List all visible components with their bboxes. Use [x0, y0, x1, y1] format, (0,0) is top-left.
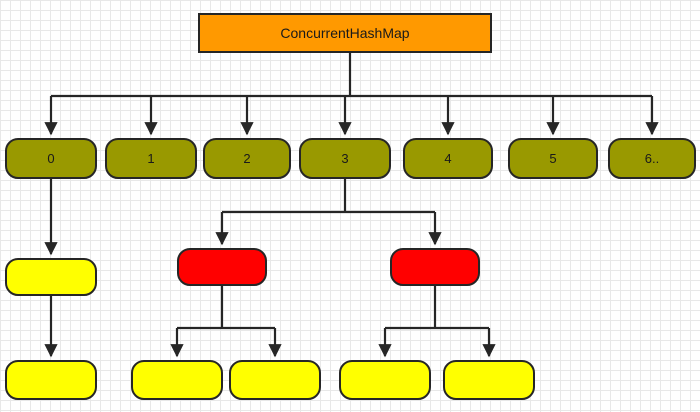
yellow-leaf-4[interactable] [443, 360, 535, 400]
bucket-node-3[interactable]: 3 [299, 138, 391, 179]
yellow-leaf-3[interactable] [339, 360, 431, 400]
yellow-leaf-2[interactable] [229, 360, 321, 400]
bucket-node-5[interactable]: 5 [508, 138, 598, 179]
red-node-left[interactable] [177, 248, 267, 286]
yellow-node-mid-0[interactable] [5, 258, 97, 296]
bucket-node-0[interactable]: 0 [5, 138, 97, 179]
bucket-node-1[interactable]: 1 [105, 138, 197, 179]
bucket-node-6[interactable]: 6.. [608, 138, 696, 179]
red-node-right[interactable] [390, 248, 480, 286]
bucket-node-4[interactable]: 4 [403, 138, 493, 179]
node-concurrenthashmap[interactable]: ConcurrentHashMap [198, 13, 492, 53]
bucket-node-2[interactable]: 2 [203, 138, 291, 179]
yellow-leaf-0[interactable] [5, 360, 97, 400]
yellow-leaf-1[interactable] [131, 360, 223, 400]
